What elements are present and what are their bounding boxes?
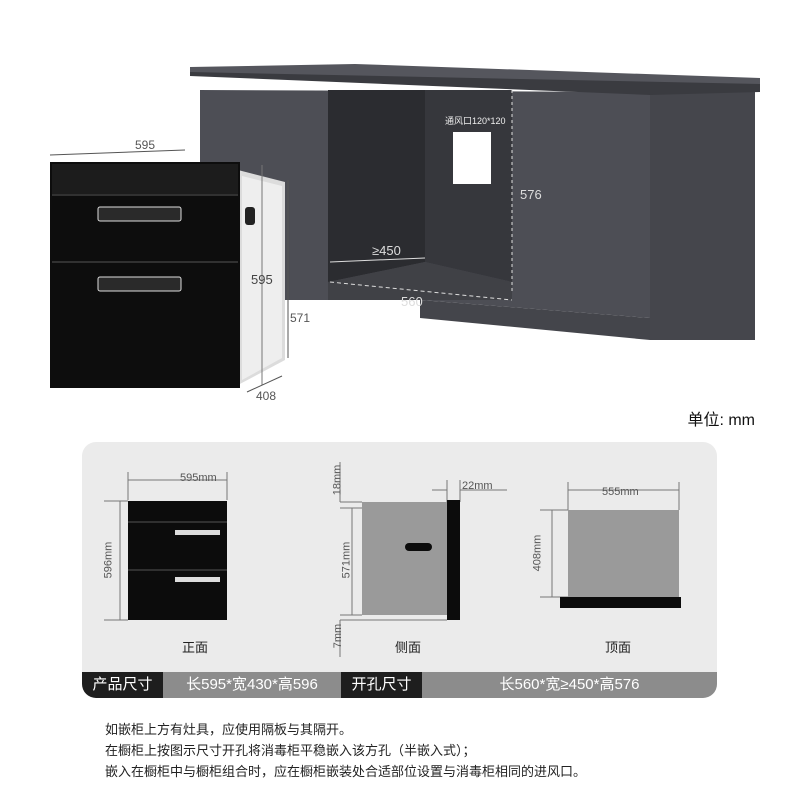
cutout-size-value: 长560*宽≥450*高576 bbox=[422, 672, 717, 698]
kitchen-cabinet bbox=[190, 64, 760, 340]
front-height-label: 596mm bbox=[102, 541, 115, 579]
side-panel-thickness-label: 22mm bbox=[462, 480, 493, 492]
front-width-label: 595mm bbox=[180, 472, 217, 484]
cabinet-width-label: 560 bbox=[401, 294, 423, 309]
side-view-body bbox=[362, 502, 447, 615]
side-height-label: 571mm bbox=[340, 541, 353, 579]
side-view bbox=[339, 462, 507, 657]
embed-height-label: 571 bbox=[290, 311, 311, 325]
front-view-label: 正面 bbox=[182, 640, 209, 655]
side-bottom-gap-label: 7mm bbox=[332, 623, 345, 649]
disinfection-cabinet bbox=[49, 149, 289, 393]
recess-left-wall bbox=[328, 90, 425, 282]
side-view-label: 侧面 bbox=[395, 640, 422, 655]
side-view-panel bbox=[447, 500, 460, 620]
vent-label: 通风口120*120 bbox=[445, 116, 506, 126]
views-drawing bbox=[104, 462, 681, 657]
front-view-body bbox=[128, 501, 227, 620]
product-height-label: 595 bbox=[251, 272, 273, 287]
cutout-size-label: 开孔尺寸 bbox=[341, 672, 422, 698]
front-view bbox=[104, 472, 228, 621]
product-size-label: 产品尺寸 bbox=[82, 672, 163, 698]
product-width-label: 595 bbox=[135, 138, 156, 152]
top-view-body bbox=[568, 510, 679, 597]
depth-dim-line bbox=[329, 257, 426, 263]
cabinet-height-label: 576 bbox=[520, 187, 542, 202]
top-depth-label: 408mm bbox=[531, 534, 544, 572]
side-top-gap-label: 18mm bbox=[331, 464, 344, 496]
recess-floor bbox=[328, 262, 512, 300]
top-view bbox=[540, 482, 680, 598]
width-dim-line bbox=[329, 281, 513, 301]
top-view-label: 顶面 bbox=[605, 640, 632, 655]
product-depth-label: 408 bbox=[256, 389, 277, 403]
note-line: 如嵌柜上方有灶具，应使用隔板与其隔开。 bbox=[105, 722, 353, 737]
cabinet-depth-label: ≥450 bbox=[372, 243, 401, 258]
dimension-panel: 595mm 596mm 正面 18mm 571mm 7mm 22mm 侧面 55… bbox=[82, 442, 717, 698]
top-view-panel bbox=[560, 597, 681, 608]
side-view-handle bbox=[405, 543, 432, 551]
unit-label: 单位: mm bbox=[687, 412, 755, 429]
note-line: 嵌入在橱柜中与橱柜组合时，应在橱柜嵌装处合适部位设置与消毒柜相同的进风口。 bbox=[105, 764, 587, 779]
vent-opening bbox=[453, 132, 491, 184]
note-line: 在橱柜上按图示尺寸开孔将消毒柜平稳嵌入该方孔（半嵌入式）； bbox=[105, 743, 476, 758]
product-size-value: 长595*宽430*高596 bbox=[163, 672, 341, 698]
top-width-label: 555mm bbox=[602, 486, 639, 498]
